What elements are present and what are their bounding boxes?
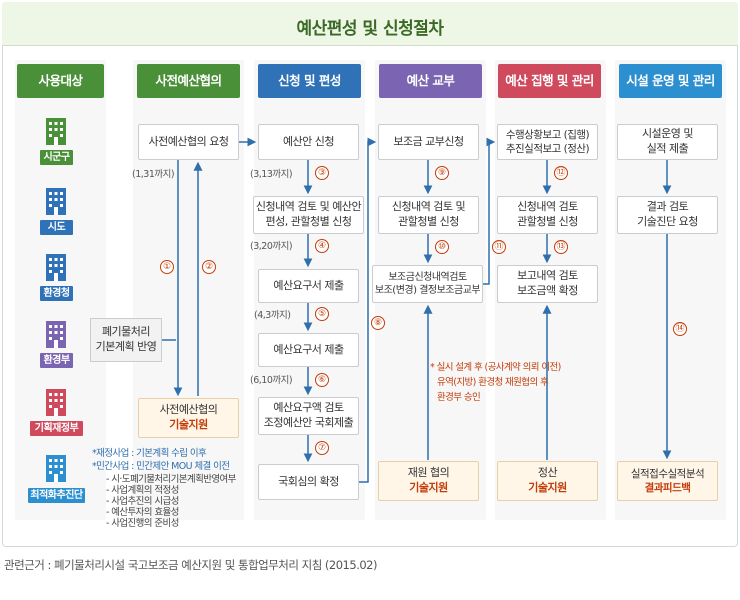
- step-marker-7: ⑦: [315, 441, 329, 455]
- org-label-ministry-finance: 기획재정부: [30, 421, 83, 436]
- note-approval-2: 유역(지방) 환경청 재원협의 후: [437, 377, 549, 388]
- arrow-confirm-to-grant: [359, 137, 377, 483]
- box-apply-review: 신청내역 검토 및 예산안 편성, 관할청별 신청: [253, 196, 364, 234]
- footer-reference: 관련근거 : 폐기물처리시설 국고보조금 예산지원 및 통합업무처리 지침 (2…: [4, 558, 377, 572]
- building-icon: [46, 389, 66, 416]
- box-apply-assembly: 예산요구액 검토 조정예산안 국회제출: [258, 397, 359, 435]
- box-grant-request: 보조금 교부신청: [378, 124, 479, 160]
- title-bar: 예산편성 및 신청절차: [2, 2, 738, 46]
- box-op-request: 결과 검토 기술진단 요청: [617, 196, 718, 234]
- box-apply-submit-2: 예산요구서 제출: [258, 333, 359, 367]
- step-marker-14: ⑭: [673, 322, 687, 336]
- note-approval-1: * 실시 설계 후 (공사계약 의뢰 이전): [430, 362, 561, 373]
- step-marker-1: ①: [160, 260, 174, 274]
- building-icon: [46, 118, 66, 145]
- legend-item: - 사업계획의 적정성: [106, 485, 179, 496]
- step-marker-3: ③: [315, 166, 329, 180]
- legend-item: - 사업추진의 시급성: [106, 496, 179, 507]
- date-label: (3,20까지): [250, 241, 293, 252]
- page-title: 예산편성 및 신청절차: [296, 19, 444, 39]
- step-marker-6: ⑥: [315, 373, 329, 387]
- legend-item: - 예산투자의 효율성: [106, 507, 179, 518]
- box-apply-submit-1: 예산요구서 제출: [258, 269, 359, 303]
- org-label-optimization-team: 최적화추진단: [28, 488, 85, 503]
- step-marker-8: ⑧: [371, 316, 385, 330]
- header-pre-consult: 사전예산협의: [137, 64, 240, 98]
- step-marker-13: ⑬: [554, 240, 568, 254]
- step-marker-10: ⑩: [435, 240, 449, 254]
- date-label: (1,31까지): [132, 169, 175, 180]
- box-exec-review: 신청내역 검토 관할청별 신청: [497, 196, 598, 234]
- box-apply-budget: 예산안 신청: [258, 124, 359, 160]
- building-icon: [46, 321, 66, 348]
- note-approval-3: 환경부 승인: [437, 392, 481, 403]
- org-label-sigungu: 시군구: [40, 150, 73, 165]
- arrow-grant-to-exec: [483, 137, 496, 285]
- box-exec-confirm: 보고내역 검토 보조금액 확정: [497, 265, 598, 303]
- building-icon: [46, 254, 66, 281]
- box-op-submit: 시설운영 및 실적 제출: [617, 124, 718, 160]
- step-marker-4: ④: [315, 239, 329, 253]
- date-label: (3,13까지): [250, 169, 293, 180]
- legend-item: - 사업진행의 준비성: [106, 518, 179, 529]
- legend-item: - 시·도폐기물처리기본계획반영여부: [106, 474, 236, 485]
- box-waste-plan: 폐기물처리 기본계획 반영: [90, 318, 162, 362]
- step-marker-9: ⑨: [435, 166, 449, 180]
- box-grant-decision: 보조금신청내역검토 보조(변경) 결정보조금교부: [372, 265, 483, 303]
- date-label: (6,10까지): [250, 375, 293, 386]
- date-label: (4,3까지): [254, 310, 291, 321]
- org-label-regional-office: 환경청: [40, 286, 73, 301]
- box-grant-review: 신청내역 검토 및 관할청별 신청: [378, 196, 479, 234]
- org-label-sido: 시도: [40, 220, 73, 235]
- header-exec: 예산 집행 및 관리: [498, 64, 601, 98]
- step-marker-11: ⑪: [492, 240, 506, 254]
- step-marker-5: ⑤: [315, 307, 329, 321]
- step-marker-12: ⑫: [554, 166, 568, 180]
- header-operate: 시설 운영 및 관리: [619, 64, 722, 98]
- header-users: 사용대상: [17, 64, 104, 98]
- legend-fiscal: *재정사업 : 기본계획 수립 이후: [92, 448, 207, 459]
- box-pre-request: 사전예산협의 요청: [138, 124, 239, 160]
- legend-private: *민간사업 : 민간제안 MOU 체결 이전: [92, 461, 230, 472]
- building-icon: [46, 188, 66, 215]
- building-icon: [46, 455, 66, 482]
- step-marker-2: ②: [202, 260, 216, 274]
- org-label-ministry-env: 환경부: [40, 353, 73, 368]
- header-grant: 예산 교부: [379, 64, 482, 98]
- header-apply: 신청 및 편성: [258, 64, 361, 98]
- box-apply-confirm: 국회심의 확정: [258, 464, 359, 500]
- box-exec-report: 수행상황보고 (집행) 추진실적보고 (정산): [497, 124, 598, 160]
